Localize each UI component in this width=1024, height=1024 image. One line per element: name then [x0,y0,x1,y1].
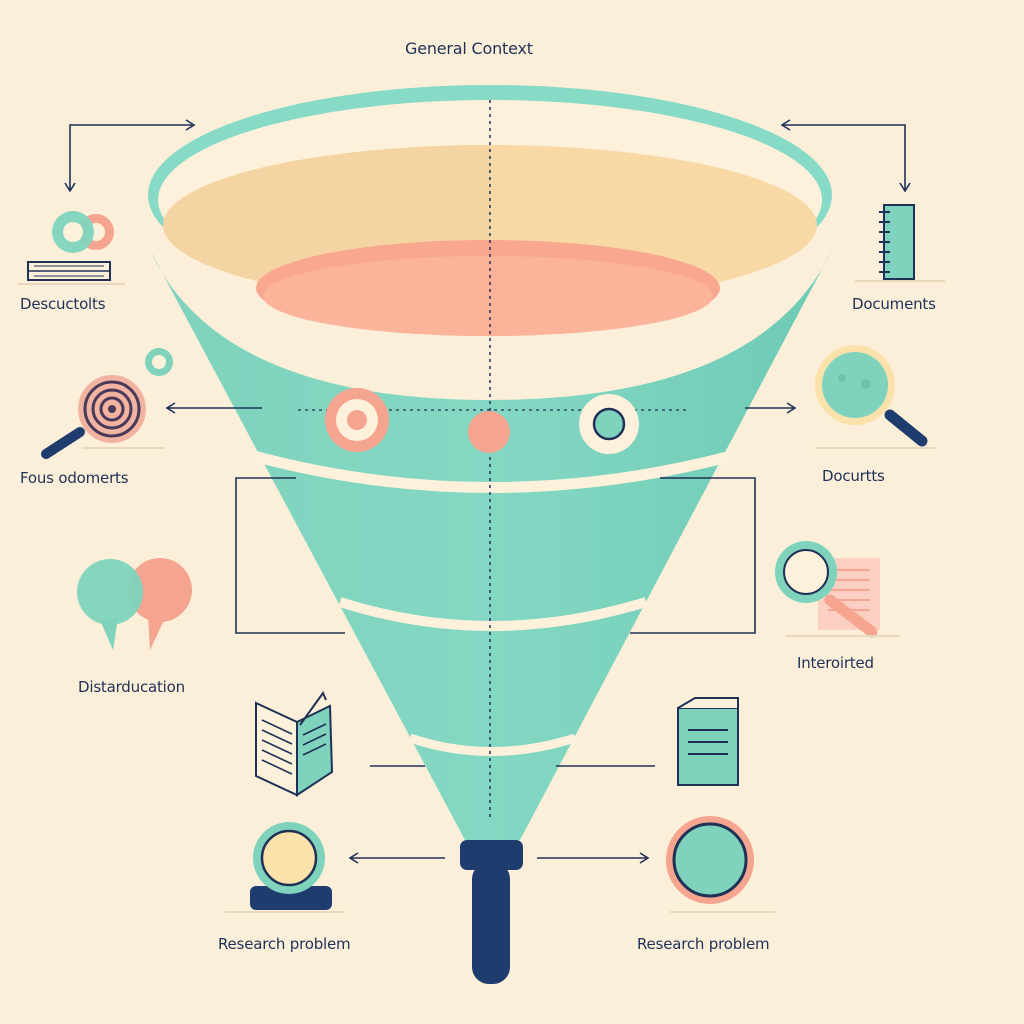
funnel-band-2 [338,597,648,631]
magnifier-bubble-icon [815,345,935,449]
right-bracket [630,477,756,634]
ring-lens-icon [666,816,775,913]
lens-stand-icon [225,822,345,913]
rings-books-icon [18,211,125,285]
left-mid-connector [165,402,262,414]
center-circle [468,411,510,453]
right-label-3: Interoirted [797,654,874,672]
left-label-3: Distarducation [78,678,185,696]
left-label-4: Research problem [218,935,351,953]
funnel-cone [150,250,832,840]
document-magnifier-icon [775,541,900,638]
funnel-liquid-shine [263,256,713,336]
left-label-1: Descuctolts [20,295,106,313]
right-top-connector [780,119,911,193]
funnel-handle [472,862,510,984]
right-bottom-connector [537,852,650,864]
magnifier-target-icon [41,348,173,459]
right-label-1: Documents [852,295,936,313]
left-bracket [235,477,345,634]
funnel-band-3 [408,733,577,756]
right-label-4: Research problem [637,935,770,953]
funnel-neck [460,840,523,870]
left-label-2: Fous odomerts [20,469,129,487]
right-label-2: Docurtts [822,467,885,485]
title: General Context [405,39,533,58]
left-bottom-connector [348,852,445,864]
right-mid-connector [745,402,797,414]
speech-bubbles-icon [77,558,192,650]
open-book-icon [255,690,334,797]
left-top-connector [64,119,196,193]
notebook-icon [855,204,945,282]
document-icon [677,697,739,786]
funnel-band-1 [248,449,737,493]
